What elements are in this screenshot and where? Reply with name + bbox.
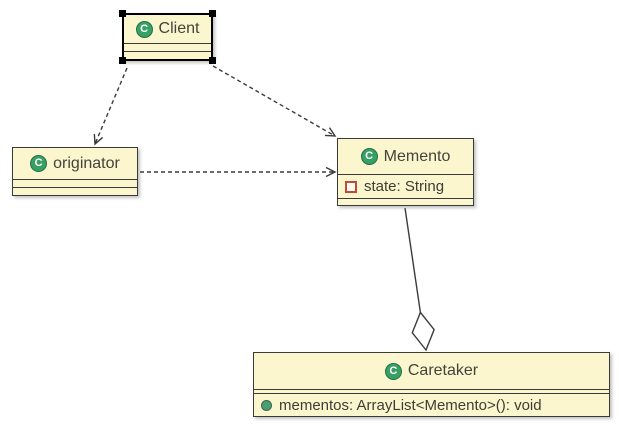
class-icon: C	[30, 155, 48, 172]
class-name: originator	[53, 154, 120, 172]
class-node-client[interactable]: C Client	[119, 10, 216, 64]
aggregation-edge-memento-caretaker[interactable]	[404, 207, 435, 352]
dependency-edge-client-originator[interactable]	[95, 67, 128, 144]
dependency-edge-client-memento[interactable]	[212, 65, 335, 136]
private-field-icon	[345, 180, 357, 193]
class-name: Client	[158, 20, 200, 37]
field-row[interactable]: state: String	[338, 174, 473, 198]
fields-compartment	[124, 43, 211, 51]
class-header: C Memento	[338, 139, 473, 174]
selection-handle[interactable]	[209, 10, 216, 17]
aggregation-diamond	[411, 311, 435, 352]
class-name: Memento	[383, 147, 451, 165]
class-name: Caretaker	[407, 362, 479, 379]
class-icon: C	[384, 362, 402, 380]
methods-compartment	[13, 187, 137, 195]
method-row[interactable]: mementos: ArrayList<Memento>(): void	[254, 394, 609, 416]
selection-handle[interactable]	[119, 10, 126, 17]
class-node-originator[interactable]: C originator	[12, 147, 138, 196]
fields-compartment	[254, 389, 609, 394]
selection-handle[interactable]	[119, 57, 126, 64]
class-header: C Caretaker	[254, 353, 609, 389]
class-header: C Client	[124, 15, 211, 43]
selection-handle[interactable]	[209, 57, 216, 64]
field-text: state: String	[364, 178, 445, 195]
class-node-caretaker[interactable]: C Caretaker mementos: ArrayList<Memento>…	[253, 352, 610, 417]
methods-compartment	[338, 198, 473, 205]
class-icon: C	[360, 148, 378, 165]
class-node-memento[interactable]: C Memento state: String	[337, 138, 474, 206]
fields-compartment	[13, 179, 137, 187]
method-text: mementos: ArrayList<Memento>(): void	[279, 396, 542, 414]
public-method-icon	[261, 399, 272, 411]
class-icon: C	[135, 20, 153, 38]
class-header: C originator	[13, 148, 137, 179]
methods-compartment	[124, 51, 211, 59]
